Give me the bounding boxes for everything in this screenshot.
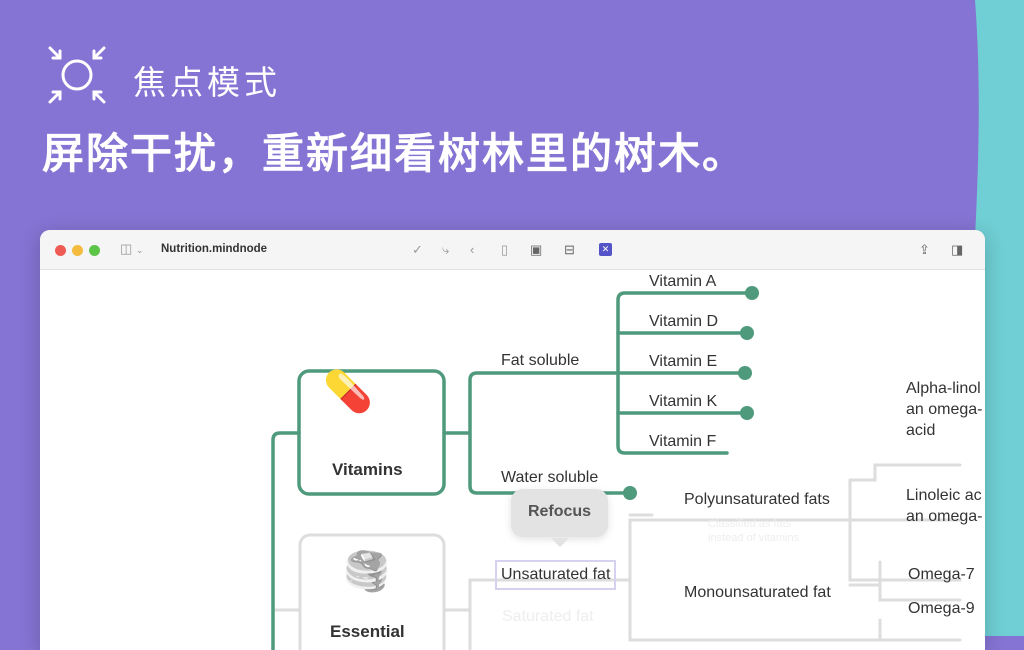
node-alpha-linolenic[interactable]: Alpha-linol an omega-acid: [906, 378, 983, 441]
refocus-button[interactable]: Refocus: [511, 489, 608, 547]
poly-note-1: Classified as fats: [708, 518, 792, 530]
minimize-button[interactable]: [72, 245, 83, 256]
node-monounsaturated[interactable]: Monounsaturated fat: [684, 584, 831, 601]
close-button[interactable]: [55, 245, 66, 256]
document-icon[interactable]: ▯: [501, 242, 509, 257]
share-icon[interactable]: ⇪: [919, 242, 930, 257]
mindmap-canvas[interactable]: 💊 Vitamins Fat soluble Water soluble Vit…: [40, 270, 985, 650]
node-vitamins[interactable]: Vitamins: [332, 460, 403, 479]
inspector-icon[interactable]: ◨: [951, 242, 964, 257]
node-saturated-fat[interactable]: Saturated fat: [502, 608, 594, 625]
image-icon[interactable]: ▣: [530, 242, 543, 257]
page-subtitle: 屏除干扰，重新细看树林里的树木。: [42, 129, 747, 178]
expand-vitamin-e: [738, 366, 752, 380]
node-vitamin-k[interactable]: Vitamin K: [649, 393, 718, 410]
linoleic-line-2: an omega-: [906, 508, 983, 525]
document-title: Nutrition.mindnode: [161, 243, 268, 255]
expand-water-soluble: [623, 486, 637, 500]
linoleic-line-1: Linoleic ac: [906, 487, 982, 504]
checkmark-icon[interactable]: ✓: [412, 242, 423, 257]
alpha-line-2: an omega-: [906, 401, 983, 418]
node-vitamin-a[interactable]: Vitamin A: [649, 273, 717, 290]
sidebar-icon[interactable]: ◫ ⌄: [120, 241, 144, 256]
node-vitamin-e[interactable]: Vitamin E: [649, 353, 718, 370]
expand-vitamin-k: [740, 406, 754, 420]
node-polyunsaturated[interactable]: Polyunsaturated fats: [684, 491, 830, 508]
node-unsaturated-fat[interactable]: Unsaturated fat: [495, 560, 617, 590]
pancakes-icon: 🥞: [343, 551, 391, 593]
expand-vitamin-a: [745, 286, 759, 300]
node-water-soluble[interactable]: Water soluble: [501, 469, 599, 486]
layout-icon[interactable]: ⊟: [564, 242, 575, 257]
focus-icon[interactable]: ✕: [599, 243, 612, 256]
node-omega-9[interactable]: Omega-9: [908, 600, 975, 617]
node-vitamin-d[interactable]: Vitamin D: [649, 313, 719, 330]
connect-icon[interactable]: ⤷: [442, 242, 450, 257]
zoom-button[interactable]: [89, 245, 100, 256]
node-fat-soluble[interactable]: Fat soluble: [501, 352, 580, 369]
node-vitamin-f[interactable]: Vitamin F: [649, 433, 717, 450]
focus-mode-icon: [48, 46, 106, 104]
poly-note-2: instead of vitamins: [708, 532, 800, 544]
page-title: 焦点模式: [133, 63, 281, 102]
alpha-line-1: Alpha-linol: [906, 380, 981, 397]
pill-icon: 💊: [323, 370, 373, 414]
node-essential[interactable]: Essential: [330, 622, 405, 641]
back-icon[interactable]: ‹: [470, 242, 475, 257]
branch-lines: [271, 286, 962, 650]
toolbar: ◫ ⌄ Nutrition.mindnode ✓ ⤷ ‹ ▯ ▣ ⊟ ✕ ⇪ ◨: [40, 230, 985, 270]
app-window: ◫ ⌄ Nutrition.mindnode ✓ ⤷ ‹ ▯ ▣ ⊟ ✕ ⇪ ◨…: [40, 230, 985, 650]
alpha-line-3: acid: [906, 422, 936, 439]
expand-vitamin-d: [740, 326, 754, 340]
node-omega-7[interactable]: Omega-7: [908, 566, 975, 583]
node-linoleic[interactable]: Linoleic ac an omega-: [906, 485, 983, 527]
